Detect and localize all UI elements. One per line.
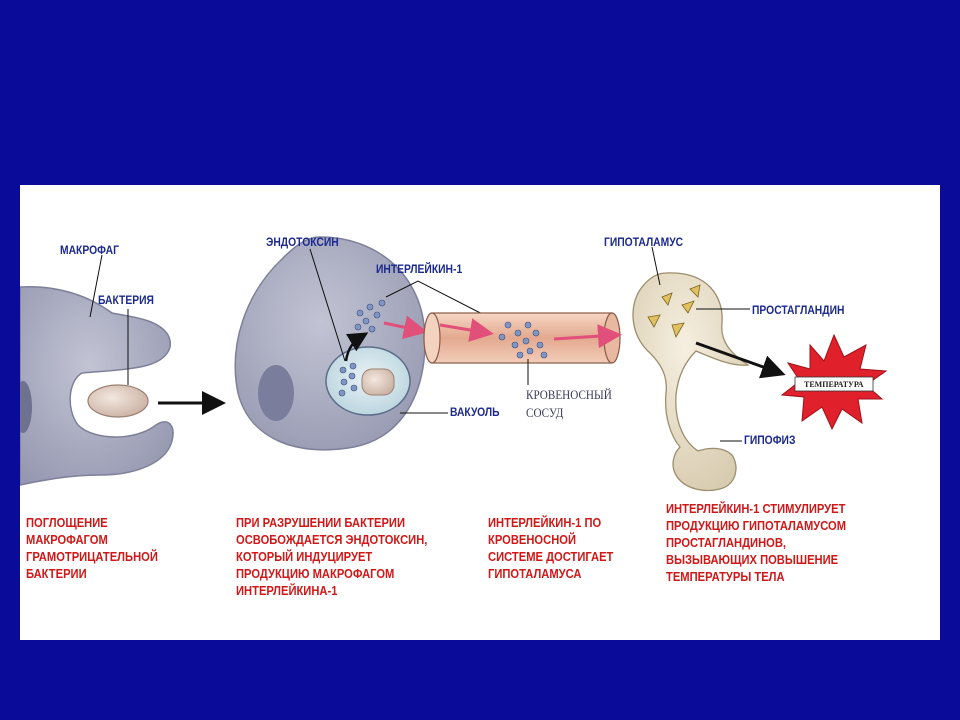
label-bacterium: БАКТЕРИЯ — [98, 293, 154, 307]
label-temperature: ТЕМПЕРАТУРА — [804, 380, 864, 389]
arrow-to-temperature — [695, 341, 786, 379]
release-arrow — [344, 332, 369, 362]
hypothalamus-leader — [651, 246, 661, 286]
interleukin-particles-vessel — [498, 321, 548, 359]
pink-arrow-3 — [553, 324, 622, 349]
label-endotoxin: ЭНДОТОКСИН — [266, 235, 339, 249]
prostaglandin-triangles — [647, 284, 701, 338]
caption-step1: ПОГЛОЩЕНИЕ МАКРОФАГОМ ГРАМОТРИЦАТЕЛЬНОЙ … — [26, 515, 158, 581]
label-interleukin: ИНТЕРЛЕЙКИН-1 — [376, 262, 463, 276]
temperature-box — [794, 376, 874, 392]
hypothalamus — [632, 272, 750, 492]
endotoxin-leader — [309, 248, 346, 362]
label-vacuole: ВАКУОЛЬ — [450, 405, 500, 419]
macrophage-cell — [20, 286, 174, 486]
label-vessel-line1: КРОВЕНОСНЫЙ — [526, 387, 612, 402]
label-vessel-line2: СОСУД — [526, 405, 564, 420]
diagram-panel: МАКРОФАГ БАКТЕРИЯ ЭНДОТОКСИН ИНТЕРЛЕЙКИН… — [20, 185, 940, 640]
interleukin-leader — [385, 280, 497, 322]
pink-arrow-2 — [439, 318, 494, 342]
caption-step3: ИНТЕРЛЕЙКИН-1 ПО КРОВЕНОСНОЙ СИСТЕМЕ ДОС… — [488, 515, 614, 581]
interleukin-particles-cell — [354, 299, 386, 333]
label-macrophage: МАКРОФАГ — [60, 243, 119, 257]
pink-arrow-1 — [383, 315, 428, 340]
nucleus — [258, 365, 294, 421]
caption-step4: ИНТЕРЛЕЙКИН-1 СТИМУЛИРУЕТ ПРОДУКЦИЮ ГИПО… — [666, 501, 847, 584]
label-hypothalamus: ГИПОТАЛАМУС — [604, 235, 684, 249]
bacterium-in-vacuole — [361, 368, 395, 396]
label-prostaglandin: ПРОСТАГЛАНДИН — [752, 303, 845, 317]
diagram-graphics — [20, 236, 888, 492]
endotoxin-particles — [338, 362, 358, 397]
caption-step2: ПРИ РАЗРУШЕНИИ БАКТЕРИИ ОСВОБОЖДАЕТСЯ ЭН… — [236, 515, 428, 598]
label-pituitary: ГИПОФИЗ — [744, 433, 796, 447]
macrophage-leader — [89, 254, 103, 318]
bacterium — [87, 384, 149, 418]
